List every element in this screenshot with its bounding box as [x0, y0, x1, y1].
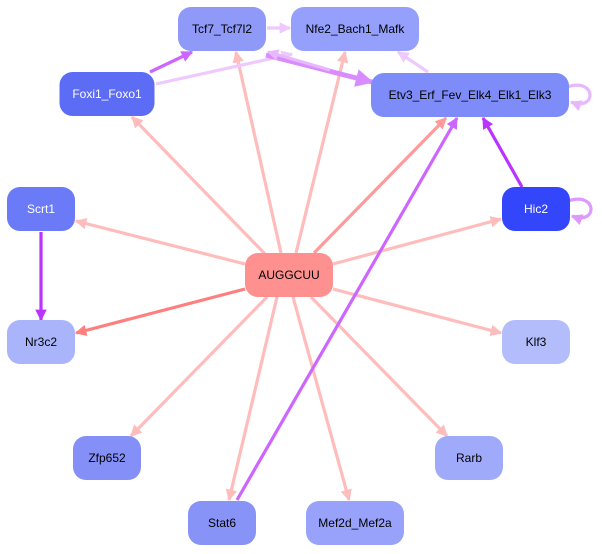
edge-auggcuu-to-hic2	[332, 216, 503, 266]
node-mef2d-mef2a[interactable]: Mef2d_Mef2a	[306, 501, 404, 545]
edge-tcf7-tcf7l2-to-etv3-erf-fev-elk4-elk1-elk3	[265, 52, 374, 87]
node-label: Hic2	[524, 202, 548, 216]
nodes-layer: AUGGCUU Tcf7_Tcf7l2 Nfe2_Bach1_MafkFoxi1_F…	[7, 7, 570, 545]
edge-auggcuu-to-etv3-erf-fev-elk4-elk1-elk3	[312, 116, 448, 255]
edge-auggcuu-to-nr3c2	[74, 287, 246, 336]
node-label: Scrt1	[27, 202, 55, 216]
node-label: Tcf7_Tcf7l2	[192, 22, 252, 36]
node-label: Nfe2_Bach1_Mafk	[306, 22, 406, 36]
node-label: Zfp652	[88, 451, 126, 465]
edge-hic2-to-etv3-erf-fev-elk4-elk1-elk3	[481, 116, 524, 188]
edge-hic2-to-hic2	[567, 197, 593, 226]
node-rarb[interactable]: Rarb	[435, 436, 503, 480]
edge-etv3-erf-fev-elk4-elk1-elk3-to-tcf7-tcf7l2	[266, 49, 331, 72]
edge-auggcuu-to-mef2d-mef2a	[291, 296, 352, 502]
node-label: Nr3c2	[25, 335, 57, 349]
node-box[interactable]	[73, 436, 141, 480]
node-hic2[interactable]: Hic2	[502, 187, 570, 231]
edge-auggcuu-to-stat6	[225, 296, 279, 502]
edge-auggcuu-to-foxi1-foxo1	[130, 115, 269, 258]
node-label: Mef2d_Mef2a	[318, 516, 392, 530]
node-label: Stat6	[208, 516, 236, 530]
node-auggcuu[interactable]: AUGGCUU	[245, 253, 333, 297]
node-stat6[interactable]: Stat6	[188, 501, 256, 545]
node-klf3[interactable]: Klf3	[502, 320, 570, 364]
edge-foxi1-foxo1-to-tcf7-tcf7l2	[149, 50, 194, 74]
node-box[interactable]	[178, 7, 266, 51]
node-box[interactable]	[502, 187, 570, 231]
edge-auggcuu-to-rarb	[309, 295, 449, 438]
edge-etv3-erf-fev-elk4-elk1-elk3-to-etv3-erf-fev-elk4-elk1-elk3	[566, 83, 592, 112]
node-nr3c2[interactable]: Nr3c2	[7, 320, 75, 364]
node-box[interactable]	[188, 501, 256, 545]
node-box[interactable]	[371, 73, 569, 117]
node-label: Rarb	[456, 451, 482, 465]
node-tcf7-tcf7l2[interactable]: Tcf7_Tcf7l2	[178, 7, 266, 51]
node-box[interactable]	[7, 187, 75, 231]
edge-auggcuu-to-nfe2-bach1-mafk	[294, 50, 349, 254]
node-box[interactable]	[245, 253, 333, 297]
node-box[interactable]	[59, 72, 155, 116]
node-label: Etv3_Erf_Fev_Elk4_Elk1_Elk3	[389, 88, 552, 102]
node-box[interactable]	[306, 501, 404, 545]
node-nfe2-bach1-mafk[interactable]: Nfe2_Bach1_Mafk	[291, 7, 419, 51]
node-box[interactable]	[502, 320, 570, 364]
node-label: Klf3	[526, 335, 547, 349]
edges-layer	[35, 22, 593, 502]
node-zfp652[interactable]: Zfp652	[73, 436, 141, 480]
edge-auggcuu-to-scrt1	[74, 217, 246, 266]
node-scrt1[interactable]: Scrt1	[7, 187, 75, 231]
node-label: Foxi1_Foxo1	[72, 87, 142, 101]
node-label: AUGGCUU	[258, 268, 319, 282]
node-box[interactable]	[291, 7, 419, 51]
edge-auggcuu-to-tcf7-tcf7l2	[232, 50, 283, 254]
edge-auggcuu-to-klf3	[332, 287, 503, 336]
node-box[interactable]	[7, 320, 75, 364]
node-foxi1-foxo1[interactable]: Foxi1_Foxo1	[59, 72, 155, 116]
node-box[interactable]	[435, 436, 503, 480]
edge-etv3-erf-fev-elk4-elk1-elk3-to-nfe2-bach1-mafk	[397, 50, 429, 74]
edge-stat6-to-etv3-erf-fev-elk4-elk1-elk3	[235, 117, 459, 501]
node-etv3-erf-fev-elk4-elk1-elk3[interactable]: Etv3_Erf_Fev_Elk4_Elk1_Elk3	[371, 73, 569, 117]
edge-auggcuu-to-zfp652	[129, 295, 269, 438]
